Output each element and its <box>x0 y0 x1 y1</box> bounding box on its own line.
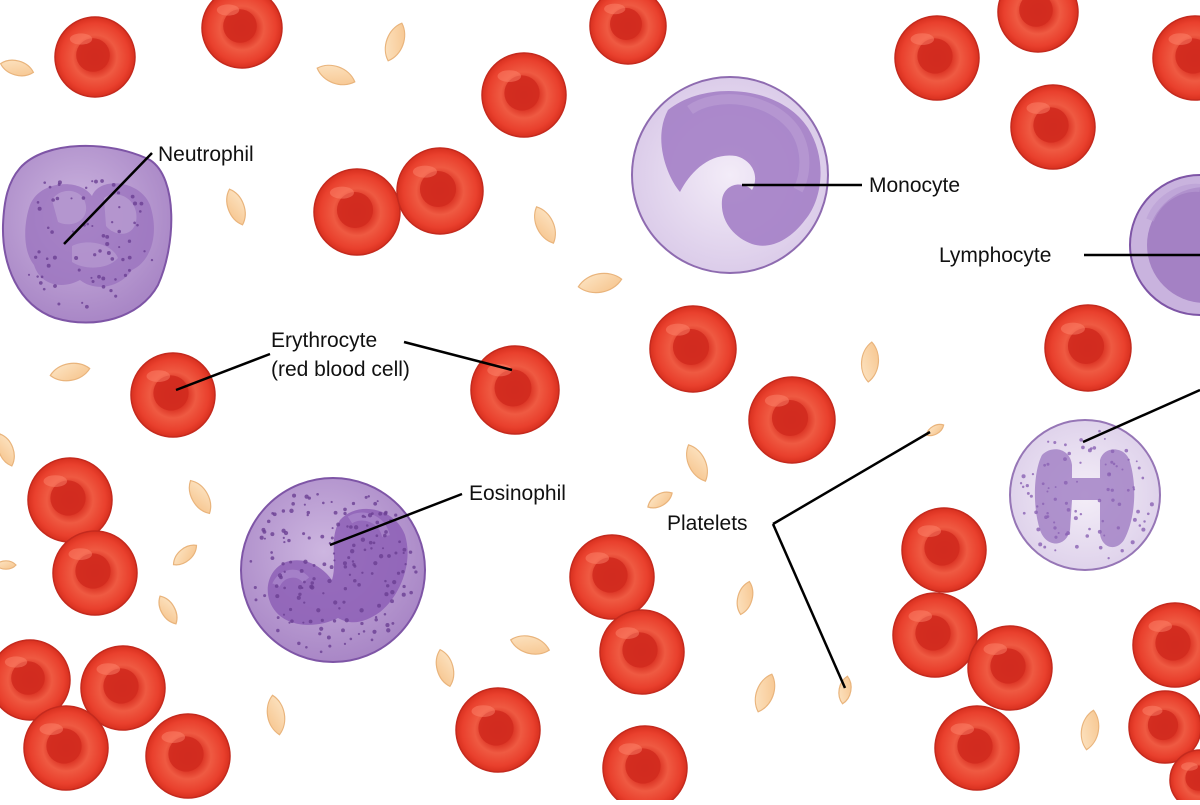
erythrocyte-icon <box>27 457 113 543</box>
erythrocyte-icon <box>130 352 216 438</box>
erythrocyte-icon <box>901 507 987 593</box>
basophil-icon <box>1009 419 1161 571</box>
platelet-icon <box>435 648 455 688</box>
platelet-icon <box>838 675 852 705</box>
platelet-icon <box>534 206 556 244</box>
erythrocyte-icon <box>23 705 109 791</box>
erythrocyte-icon <box>934 705 1020 791</box>
eosinophil-icon <box>240 477 426 663</box>
neutrophil-label: Neutrophil <box>158 143 254 166</box>
erythrocyte-icon <box>52 530 138 616</box>
erythrocyte-icon <box>997 0 1079 53</box>
platelet-icon <box>736 580 754 616</box>
erythrocyte-icon <box>1152 15 1200 101</box>
platelet-icon <box>226 188 246 226</box>
erythrocyte-icon <box>967 625 1053 711</box>
erythrocyte-icon <box>396 147 484 235</box>
erythrocyte-icon <box>313 168 401 256</box>
platelets-label: Platelets <box>667 512 748 535</box>
labels: Neutrophil Monocyte Lymphocyte Erythrocy… <box>158 143 1051 535</box>
erythrocyte-icon <box>455 687 541 773</box>
monocyte-icon <box>631 76 829 274</box>
neutrophil-icon <box>1 144 173 324</box>
platelets-leader-lower <box>771 523 847 689</box>
basophil-granules <box>1019 429 1154 560</box>
erythrocyte-leader-left <box>175 352 271 392</box>
neutrophil-granules <box>27 179 154 309</box>
platelet-icon <box>266 694 286 736</box>
erythrocyte-icon <box>0 639 71 721</box>
platelet-icon <box>1080 709 1100 751</box>
erythrocyte-icon <box>145 713 231 799</box>
platelet-icon <box>49 362 91 382</box>
platelet-icon <box>686 444 708 482</box>
erythrocyte-label-line2: (red blood cell) <box>271 358 410 381</box>
platelet-icon <box>647 491 673 509</box>
lymphocyte-icon <box>1129 174 1200 316</box>
eosinophil-leader <box>329 492 463 547</box>
platelet-icon <box>754 673 776 713</box>
platelet-icon <box>188 479 212 515</box>
platelet-icon <box>316 64 356 86</box>
erythrocyte-icon <box>602 725 688 805</box>
platelet-icon <box>0 433 15 467</box>
basophil-leader <box>1082 388 1200 444</box>
erythrocyte-icon <box>748 376 836 464</box>
platelets-layer <box>0 22 1100 751</box>
erythrocyte-icon <box>470 345 560 435</box>
platelet-icon <box>158 595 178 625</box>
erythrocyte-icon <box>589 0 667 65</box>
erythrocyte-icon <box>80 645 166 731</box>
erythrocyte-leader-right <box>403 340 513 372</box>
monocyte-label: Monocyte <box>869 174 960 197</box>
erythrocyte-icon <box>54 16 136 98</box>
erythrocyte-label-line1: Erythrocyte <box>271 329 377 352</box>
erythrocyte-icon <box>599 609 685 695</box>
erythrocyte-icon <box>481 52 567 138</box>
eosinophil-granules <box>249 492 418 654</box>
erythrocyte-icon <box>1044 304 1132 392</box>
erythrocyte-icon <box>1169 749 1200 805</box>
platelet-icon <box>925 423 945 437</box>
eosinophil-label: Eosinophil <box>469 482 566 505</box>
platelet-icon <box>0 59 35 77</box>
erythrocyte-icon <box>649 305 737 393</box>
platelet-icon <box>172 544 198 566</box>
platelets-leader-upper <box>772 430 931 526</box>
platelet-icon <box>384 22 406 62</box>
erythrocyte-icon <box>892 592 978 678</box>
neutrophil-leader <box>63 152 153 245</box>
erythrocyte-icon <box>894 15 980 101</box>
lymphocyte-label: Lymphocyte <box>939 244 1051 267</box>
leader-lines <box>63 152 1200 689</box>
erythrocyte-icon <box>569 534 655 620</box>
erythrocyte-icon <box>1128 690 1200 764</box>
platelet-icon <box>0 560 17 570</box>
platelet-icon <box>861 341 879 383</box>
platelet-icon <box>577 272 623 294</box>
erythrocyte-icon <box>1010 84 1096 170</box>
platelet-icon <box>509 635 551 655</box>
erythrocyte-icon <box>1132 602 1200 688</box>
erythrocyte-icon <box>201 0 283 69</box>
